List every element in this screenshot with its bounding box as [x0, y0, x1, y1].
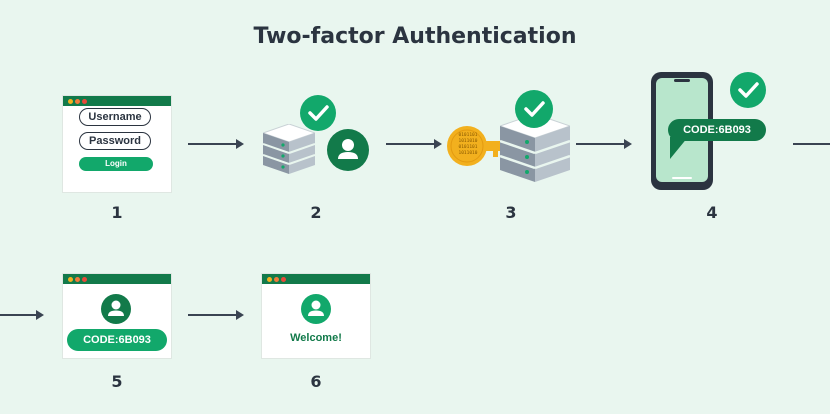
key-bit-row: 1011010: [458, 151, 478, 156]
window-title-bar: [63, 96, 171, 106]
key-bit-row: 1011010: [458, 139, 478, 144]
arrow-right-icon: [576, 139, 632, 149]
phone-speaker: [674, 79, 690, 82]
password-field[interactable]: Password: [79, 132, 151, 150]
arrow-right-icon: [188, 139, 244, 149]
user-icon: [327, 129, 369, 171]
arrow-right-icon: [188, 310, 244, 320]
check-icon: [515, 90, 553, 128]
check-icon: [300, 95, 336, 131]
window-title-bar: [63, 274, 171, 284]
username-field[interactable]: Username: [79, 108, 151, 126]
check-icon: [730, 72, 766, 108]
login-button[interactable]: Login: [79, 157, 153, 171]
welcome-message: Welcome!: [290, 332, 342, 344]
step-number-2: 2: [310, 203, 322, 222]
arrow-continue-line: [793, 143, 830, 145]
login-window: Username Password Login: [63, 96, 171, 192]
user-icon: [301, 294, 331, 324]
welcome-window: Welcome!: [262, 274, 370, 358]
message-bubble-tail: [670, 137, 688, 159]
key-bit-row: 0101101: [458, 133, 478, 138]
code-input[interactable]: CODE:6B093: [67, 329, 167, 351]
arrow-right-icon: [386, 139, 442, 149]
step-number-4: 4: [706, 203, 718, 222]
user-icon: [101, 294, 131, 324]
server-icon: [263, 124, 315, 174]
code-message: CODE:6B093: [668, 119, 766, 141]
diagram-title: Two-factor Authentication: [253, 24, 577, 49]
arrow-right-icon: [0, 310, 44, 320]
step-number-5: 5: [111, 372, 123, 391]
window-title-bar: [262, 274, 370, 284]
step-number-3: 3: [505, 203, 517, 222]
phone-home-bar: [672, 177, 692, 179]
step-number-6: 6: [310, 372, 322, 391]
key-bits: 0101101 1011010 0101101 1011010: [454, 133, 482, 157]
step-number-1: 1: [111, 203, 123, 222]
key-bit-row: 0101101: [458, 145, 478, 150]
